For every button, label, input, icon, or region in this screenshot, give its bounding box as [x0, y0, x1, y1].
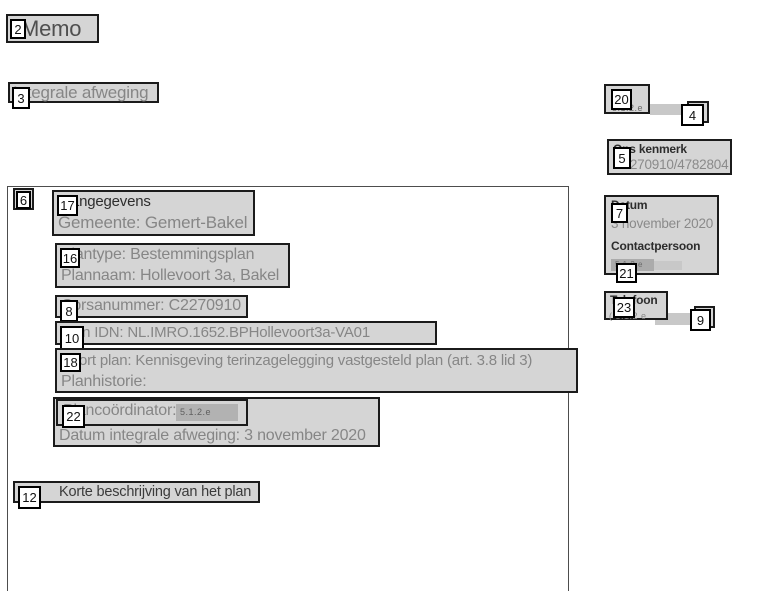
- region-soort-plan[interactable]: 18 Soort plan: Kennisgeving terinzageleg…: [55, 348, 578, 393]
- region-plancoordinator-line[interactable]: 22 Plancoördinator: 5.1.2.e: [56, 399, 248, 428]
- soort-plan-text: Soort plan: Kennisgeving terinzageleggin…: [61, 352, 533, 369]
- som-badge-17: 17: [57, 195, 78, 216]
- som-badge-22: 22: [62, 405, 85, 428]
- region-corsanummer[interactable]: 8 Corsanummer: C2270910: [55, 295, 248, 322]
- region-plan-idn[interactable]: 10 Plan IDN: NL.IMRO.1652.BPHollevoort3a…: [55, 321, 437, 350]
- som-badge-8: 8: [60, 300, 78, 322]
- region-plancoordinator[interactable]: 22 Plancoördinator: 5.1.2.e Datum integr…: [53, 397, 380, 447]
- som-badge-20: 20: [611, 89, 632, 110]
- section-title-text: Integrale afweging: [13, 83, 149, 102]
- plangegevens-heading: Plangegevens: [58, 193, 151, 210]
- som-badge-16: 16: [60, 248, 80, 268]
- plannaam-text: Plannaam: Hollevoort 3a, Bakel: [61, 267, 280, 284]
- datum-value: 3 november 2020: [611, 216, 714, 231]
- region-datum-contact[interactable]: 7 Datum 3 november 2020 Contactpersoon 5…: [604, 195, 719, 283]
- som-badge-6: 6: [16, 191, 31, 209]
- region-memo-title[interactable]: 2 Memo: [6, 14, 99, 43]
- som-badge-12: 12: [18, 486, 41, 509]
- som-badge-2: 2: [10, 19, 26, 39]
- region-kenmerk[interactable]: 5 Ons kenmerk C2270910/4782804: [607, 139, 732, 175]
- datum-afweging-text: Datum integrale afweging: 3 november 202…: [59, 427, 366, 444]
- kenmerk-value: C2270910/4782804: [613, 157, 729, 172]
- region-plangegevens[interactable]: 17 Plangegevens Gemeente: Gemert-Bakel: [52, 190, 255, 236]
- plantype-text: Plantype: Bestemmingsplan: [61, 246, 255, 263]
- som-badge-5: 5: [613, 147, 631, 169]
- som-badge-18: 18: [60, 353, 81, 372]
- corsanummer-text: Corsanummer: C2270910: [61, 297, 241, 314]
- memo-title-text: Memo: [21, 16, 82, 41]
- region-telefoon[interactable]: 23 Telefoon ( 5.1.2 e: [604, 291, 668, 321]
- coordinator-redaction-code: 5.1.2.e: [180, 407, 212, 417]
- planhistorie-text: Planhistorie:: [61, 373, 147, 390]
- som-badge-21: 21: [616, 263, 637, 283]
- contact-redaction-bar-light: [654, 261, 682, 270]
- som-badge-10: 10: [60, 326, 84, 350]
- region-korte-beschrijving[interactable]: 12 Korte beschrijving van het plan: [13, 481, 260, 509]
- region-sender-redaction[interactable]: 20 5.1.2.e: [604, 84, 650, 114]
- contact-label: Contactpersoon: [611, 239, 701, 253]
- sender-redaction-bar: [650, 104, 684, 115]
- region-plantype[interactable]: 16 Plantype: Bestemmingsplan Plannaam: H…: [55, 243, 290, 288]
- plancoordinator-label: Plancoördinator:: [63, 402, 177, 419]
- gemeente-text: Gemeente: Gemert-Bakel: [58, 213, 248, 232]
- som-badge-23: 23: [613, 297, 635, 318]
- kenmerk-label: Ons kenmerk: [613, 142, 687, 156]
- korte-beschrijving-text: Korte beschrijving van het plan: [59, 484, 252, 500]
- plan-idn-text: Plan IDN: NL.IMRO.1652.BPHollevoort3a-VA…: [61, 324, 370, 341]
- coordinator-redaction-bar: 5.1.2.e: [176, 404, 238, 421]
- som-badge-7: 7: [611, 203, 628, 223]
- som-badge-3: 3: [12, 87, 30, 109]
- som-badge-4: 4: [681, 104, 704, 126]
- region-section-title[interactable]: 3 Integrale afweging: [8, 82, 159, 109]
- som-badge-9: 9: [690, 309, 711, 331]
